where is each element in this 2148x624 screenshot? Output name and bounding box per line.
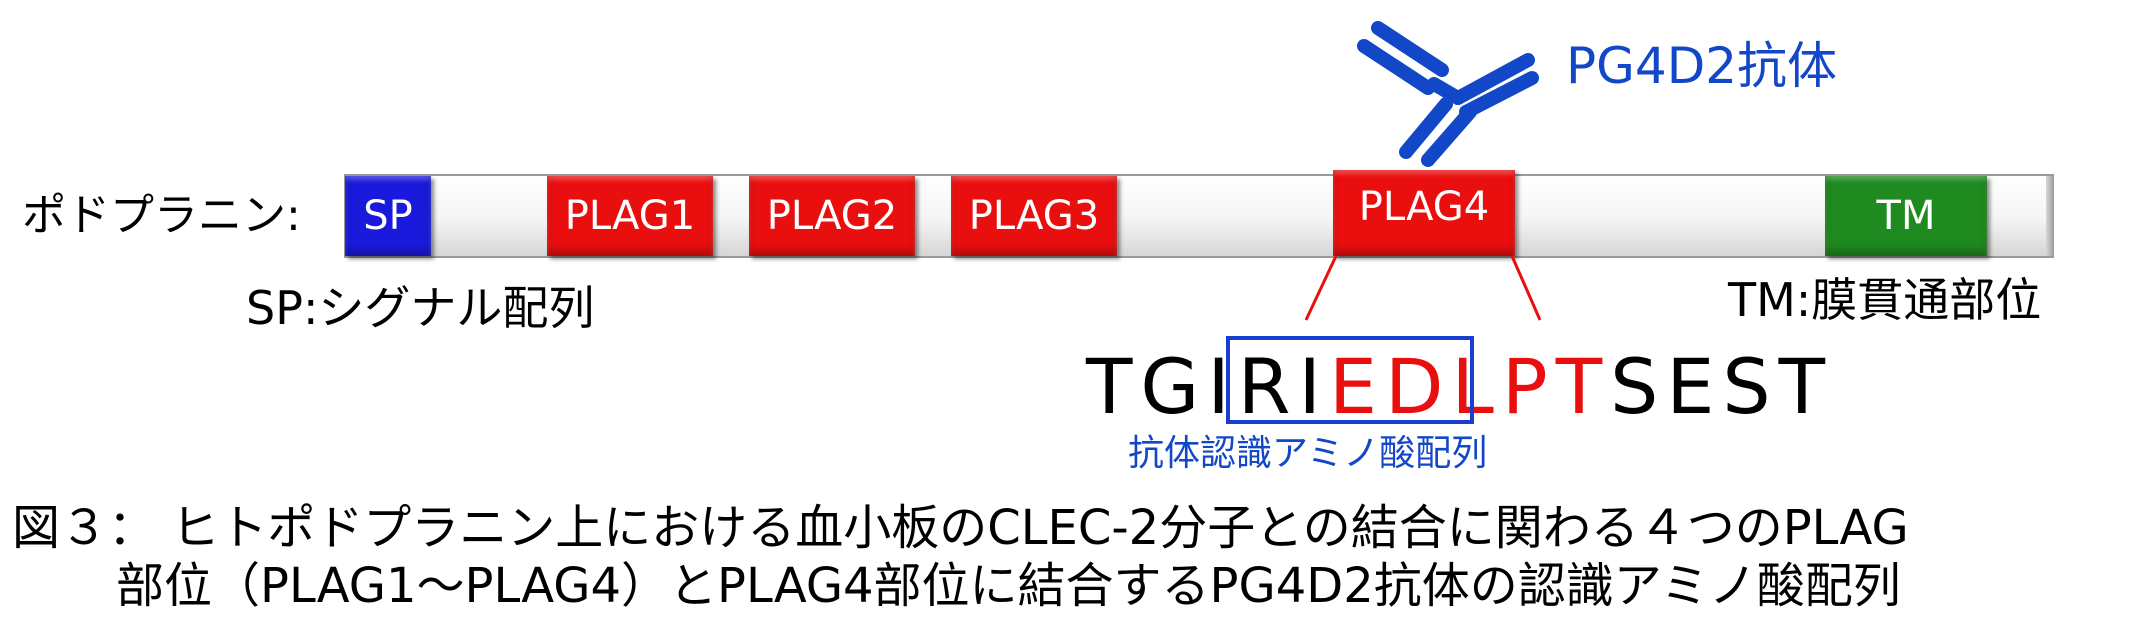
domain-plag4: PLAG4	[1333, 170, 1515, 256]
figure-caption-line1: 図３： ヒトポドプラニン上における血小板のCLEC-2分子との結合に関わる４つの…	[12, 500, 1909, 556]
domain-sp: SP	[345, 176, 431, 256]
sequence-segment: TGI	[1086, 342, 1238, 431]
tm-definition: TM:膜貫通部位	[1728, 273, 2042, 327]
sequence-segment: EDL	[1328, 342, 1502, 431]
connector-line-right	[1510, 255, 1542, 321]
epitope-box	[1226, 336, 1474, 424]
domain-tm: TM	[1825, 176, 1987, 256]
sequence-segment: PT	[1501, 342, 1611, 431]
domain-plag2: PLAG2	[749, 176, 915, 256]
amino-acid-sequence: TGIRIEDLPTSEST	[1086, 342, 1833, 432]
recognition-label: 抗体認識アミノ酸配列	[1128, 433, 1488, 474]
sp-definition: SP:シグナル配列	[246, 281, 595, 335]
sequence-segment: SEST	[1610, 342, 1834, 431]
connector-line-left	[1304, 255, 1338, 321]
protein-label: ポドプラニン:	[22, 190, 301, 241]
antibody-icon	[1357, 21, 1539, 167]
antibody-label: PG4D2抗体	[1566, 37, 1838, 95]
sequence-segment: RI	[1237, 342, 1329, 431]
figure-caption-line2: 部位（PLAG1〜PLAG4）とPLAG4部位に結合するPG4D2抗体の認識アミ…	[116, 558, 1901, 614]
domain-plag3: PLAG3	[951, 176, 1117, 256]
domain-plag1: PLAG1	[547, 176, 713, 256]
protein-bar-end	[2046, 176, 2054, 256]
